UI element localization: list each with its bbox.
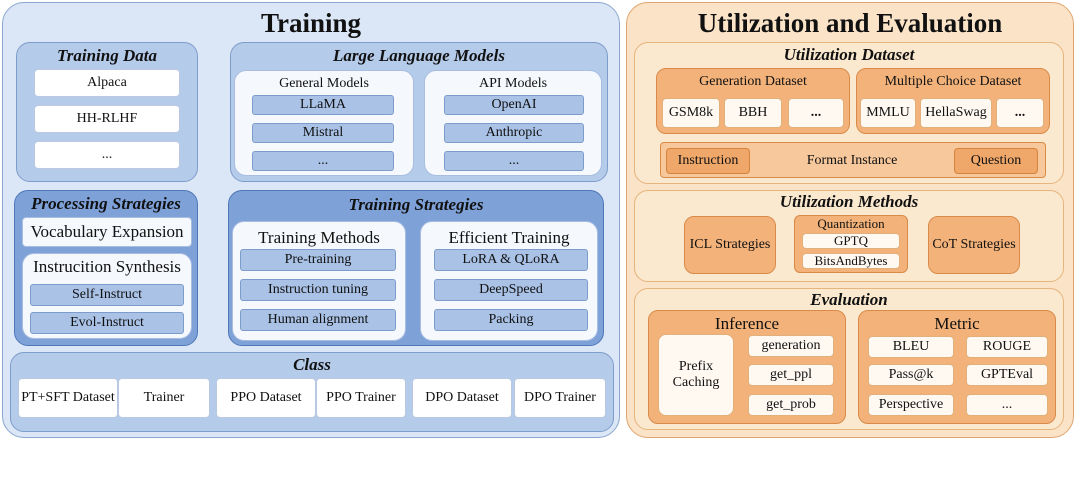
utilization-methods-title: Utilization Methods (779, 192, 919, 211)
inference-item: get_prob (748, 394, 834, 416)
training-data-title: Training Data (57, 46, 157, 65)
metric-item: Pass@k (868, 364, 954, 386)
metric-item: Perspective (868, 394, 954, 416)
metric-item: ... (966, 394, 1048, 416)
cot-strategies-box: CoT Strategies (928, 216, 1020, 274)
general-model-item: LLaMA (252, 95, 394, 115)
training-method-item: Human alignment (240, 309, 396, 331)
multiple-choice-item: HellaSwag (920, 98, 992, 128)
generation-dataset-item: ... (788, 98, 844, 128)
multiple-choice-item: MMLU (860, 98, 916, 128)
prefix-caching-box: Prefix Caching (658, 334, 734, 416)
inference-title: Inference (714, 314, 780, 333)
format-instance-label: Format Instance (806, 153, 898, 168)
general-models-title: General Models (279, 76, 369, 91)
training-data-item: Alpaca (34, 69, 180, 97)
efficient-training-title: Efficient Training (448, 228, 570, 247)
metric-title: Metric (934, 314, 980, 333)
metric-item: GPTEval (966, 364, 1048, 386)
llm-title: Large Language Models (333, 46, 505, 65)
training-methods-title: Training Methods (258, 228, 380, 247)
api-model-item: OpenAI (444, 95, 584, 115)
class-item: DPO Trainer (514, 378, 606, 418)
inference-item: generation (748, 335, 834, 357)
metric-item: BLEU (868, 336, 954, 358)
multiple-choice-title: Multiple Choice Dataset (884, 74, 1022, 89)
icl-strategies-box: ICL Strategies (684, 216, 776, 274)
instruction-synthesis-title: Instrucition Synthesis (33, 257, 181, 276)
class-item: PPO Trainer (316, 378, 406, 418)
generation-dataset-title: Generation Dataset (699, 74, 807, 89)
instruction-box: Instruction (666, 148, 750, 174)
training-data-item: ... (34, 141, 180, 169)
api-model-item: Anthropic (444, 123, 584, 143)
processing-title: Processing Strategies (31, 194, 181, 213)
training-strategies-title: Training Strategies (348, 195, 484, 214)
class-item: Trainer (118, 378, 210, 418)
synthesis-item: Evol-Instruct (30, 312, 184, 334)
api-models-title: API Models (478, 76, 548, 91)
vocab-expansion-box: Vocabulary Expansion (22, 217, 192, 247)
generation-dataset-item: GSM8k (662, 98, 720, 128)
api-model-item: ... (444, 151, 584, 171)
metric-item: ROUGE (966, 336, 1048, 358)
question-box: Question (954, 148, 1038, 174)
efficient-training-item: LoRA & QLoRA (434, 249, 588, 271)
class-item: DPO Dataset (412, 378, 512, 418)
general-model-item: Mistral (252, 123, 394, 143)
generation-dataset-item: BBH (724, 98, 782, 128)
quantization-item: BitsAndBytes (802, 253, 900, 269)
utilization-dataset-title: Utilization Dataset (783, 45, 915, 64)
training-method-item: Instruction tuning (240, 279, 396, 301)
inference-item: get_ppl (748, 364, 834, 386)
quantization-item: GPTQ (802, 233, 900, 249)
evaluation-title: Evaluation (810, 290, 888, 309)
training-method-item: Pre-training (240, 249, 396, 271)
efficient-training-item: Packing (434, 309, 588, 331)
synthesis-item: Self-Instruct (30, 284, 184, 306)
class-item: PT+SFT Dataset (18, 378, 118, 418)
multiple-choice-item: ... (996, 98, 1044, 128)
efficient-training-item: DeepSpeed (434, 279, 588, 301)
training-title: Training (260, 7, 362, 38)
utilization-title: Utilization and Evaluation (697, 7, 1003, 38)
class-item: PPO Dataset (216, 378, 316, 418)
general-model-item: ... (252, 151, 394, 171)
quantization-title: Quantization (817, 216, 885, 231)
training-data-item: HH-RLHF (34, 105, 180, 133)
class-title: Class (293, 355, 331, 374)
